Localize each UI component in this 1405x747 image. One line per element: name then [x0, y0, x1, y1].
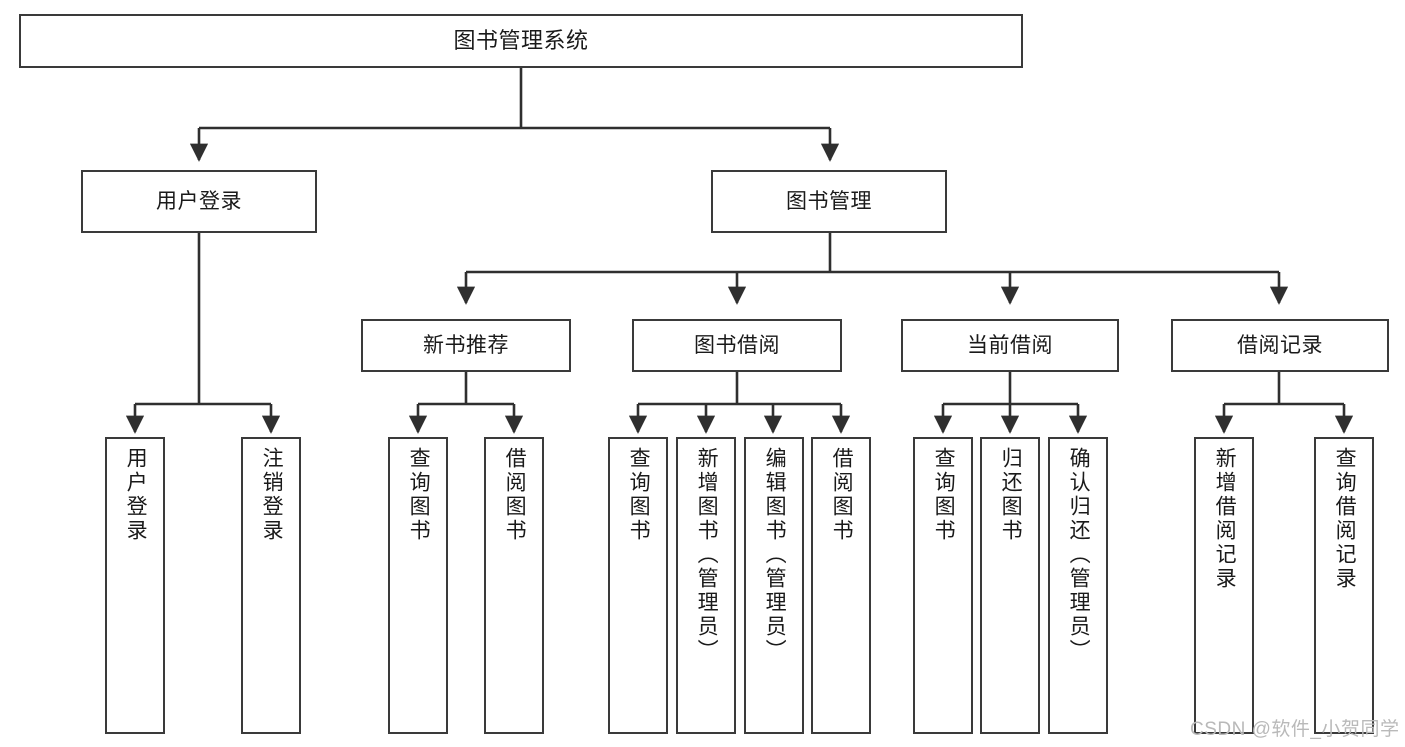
node-root-label: 图书管理系统 [453, 27, 589, 53]
node-book-borrow[interactable]: 图书借阅 [632, 319, 842, 372]
node-leaf-borrow-book-2[interactable]: 借阅图书 [811, 437, 871, 734]
csdn-watermark: CSDN @软件_小贺同学 [1190, 719, 1400, 740]
node-leaf-query-book-1[interactable]: 查询图书 [388, 437, 448, 734]
node-leaf-add-book-admin[interactable]: 新增图书（管理员） [676, 437, 736, 734]
node-leaf-confirm-return-admin-label: 确认归还（管理员） [1067, 447, 1091, 663]
node-leaf-query-borrow-record-label: 查询借阅记录 [1333, 447, 1357, 591]
node-leaf-edit-book-admin[interactable]: 编辑图书（管理员） [744, 437, 804, 734]
node-leaf-user-login-label: 用户登录 [124, 447, 148, 543]
node-leaf-return-book-label: 归还图书 [999, 447, 1023, 543]
node-leaf-query-book-3-label: 查询图书 [932, 447, 956, 543]
node-leaf-add-borrow-record[interactable]: 新增借阅记录 [1194, 437, 1254, 734]
node-borrow-record[interactable]: 借阅记录 [1171, 319, 1389, 372]
node-book-management-label: 图书管理 [786, 189, 872, 213]
node-current-borrow-label: 当前借阅 [967, 333, 1053, 357]
node-leaf-query-book-2-label: 查询图书 [627, 447, 651, 543]
node-leaf-edit-book-admin-label: 编辑图书（管理员） [763, 447, 787, 663]
node-leaf-add-book-admin-label: 新增图书（管理员） [695, 447, 719, 663]
node-root-book-management-system[interactable]: 图书管理系统 [19, 14, 1023, 68]
node-book-borrow-label: 图书借阅 [694, 333, 780, 357]
node-leaf-query-book-1-label: 查询图书 [407, 447, 431, 543]
node-user-login-label: 用户登录 [156, 189, 242, 213]
node-leaf-user-logout-label: 注销登录 [260, 447, 284, 543]
node-leaf-query-book-2[interactable]: 查询图书 [608, 437, 668, 734]
node-leaf-query-book-3[interactable]: 查询图书 [913, 437, 973, 734]
node-book-management[interactable]: 图书管理 [711, 170, 947, 233]
node-leaf-query-borrow-record[interactable]: 查询借阅记录 [1314, 437, 1374, 734]
node-leaf-add-borrow-record-label: 新增借阅记录 [1213, 447, 1237, 591]
node-leaf-borrow-book-2-label: 借阅图书 [830, 447, 854, 543]
node-leaf-borrow-book-1-label: 借阅图书 [503, 447, 527, 543]
node-leaf-user-logout[interactable]: 注销登录 [241, 437, 301, 734]
node-new-book-recommend-label: 新书推荐 [423, 333, 509, 357]
node-current-borrow[interactable]: 当前借阅 [901, 319, 1119, 372]
node-leaf-user-login[interactable]: 用户登录 [105, 437, 165, 734]
node-leaf-borrow-book-1[interactable]: 借阅图书 [484, 437, 544, 734]
node-user-login[interactable]: 用户登录 [81, 170, 317, 233]
node-borrow-record-label: 借阅记录 [1237, 333, 1323, 357]
node-new-book-recommend[interactable]: 新书推荐 [361, 319, 571, 372]
node-leaf-return-book[interactable]: 归还图书 [980, 437, 1040, 734]
node-leaf-confirm-return-admin[interactable]: 确认归还（管理员） [1048, 437, 1108, 734]
